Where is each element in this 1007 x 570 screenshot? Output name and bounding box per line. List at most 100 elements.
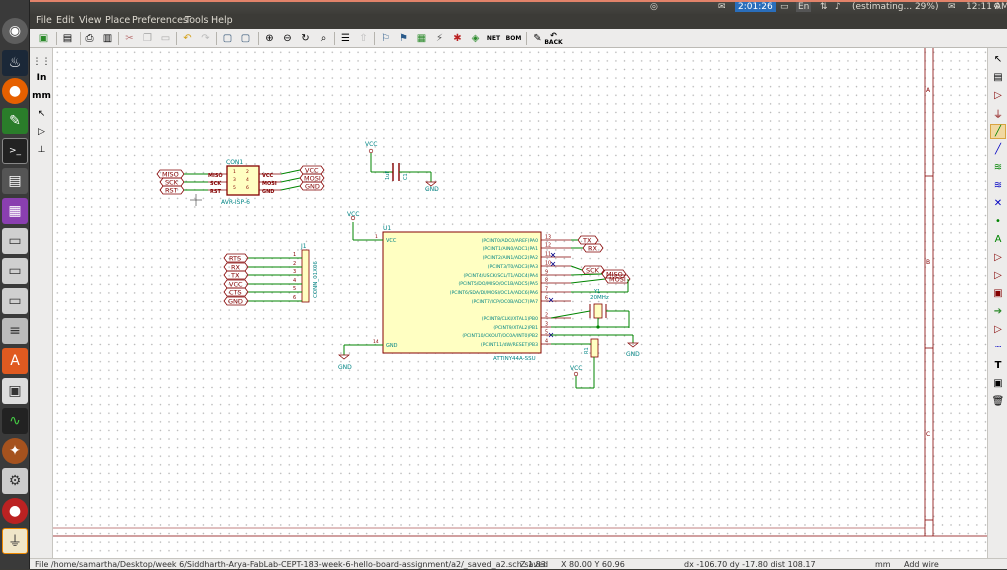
import-sheet-pin-icon[interactable]: ➔ [993,306,1003,317]
steam-tray-icon[interactable]: ◎ [650,2,658,12]
back-label: BACK [544,38,563,46]
text-icon[interactable]: T [994,360,1002,371]
cursor-shape-icon[interactable]: ↖ [37,108,46,119]
menu-file[interactable]: File [36,15,52,26]
place-component-icon[interactable]: ▷ [994,90,1002,101]
steam-icon[interactable]: ♨ [2,50,28,76]
zoom-in-icon[interactable]: ⊕ [265,32,274,44]
bus-bus-entry-icon[interactable]: ≋ [993,180,1003,191]
schematic-canvas[interactable]: A B C CON1 MISO SCK RST VCC MOSI GND 1 2… [53,48,987,558]
network-icon[interactable]: ⇅ [820,2,828,12]
redo-icon[interactable]: ↷ [201,32,210,44]
terminal-icon[interactable]: >_ [2,138,28,164]
hidden-pins-icon[interactable]: ▷ [38,126,45,137]
keyboard-indicator[interactable]: En [796,2,812,12]
software-center-icon[interactable]: A [2,348,28,374]
workspace-icon[interactable]: ▦ [2,198,28,224]
netlist-icon[interactable]: NET [486,34,501,42]
drive-icon[interactable]: ▭ [2,228,28,254]
net-label-icon[interactable]: A [994,234,1002,245]
u1-component[interactable]: U1 VCC GND ATTINY44A-SSU VCC 1 GND 14 (P… [338,211,571,371]
firefox-icon[interactable]: ● [2,78,28,104]
y1-component[interactable]: 20MHz Y1 GND [550,289,640,358]
cut-icon[interactable]: ✂ [125,32,134,44]
global-label-icon[interactable]: ▷ [994,252,1002,263]
bom-icon[interactable]: BOM [505,34,522,42]
wire-bus-entry-icon[interactable]: ≋ [993,162,1003,173]
menu-preferences[interactable]: Preferences [132,15,188,26]
system-monitor-icon[interactable]: ∿ [2,408,28,434]
wire-angle-icon[interactable]: ⊥ [37,144,46,155]
paste-icon[interactable]: ▭ [160,32,171,44]
mail-icon[interactable]: ✉ [948,2,956,12]
hierarchy-navigator-icon[interactable]: ☰ [341,32,350,44]
erc-icon[interactable]: ⚡ [435,32,444,44]
menu-edit[interactable]: Edit [56,15,75,26]
library-browser-icon[interactable]: ⚑ [399,32,408,44]
annotate-icon[interactable]: ▦ [416,32,427,44]
c1-component[interactable]: VCC GND 1uF C1 [365,141,439,193]
con1-component[interactable]: CON1 MISO SCK RST VCC MOSI GND 1 2 3 4 5… [208,159,281,206]
time-display[interactable]: 12:11 AM [966,2,1007,12]
task-progress[interactable]: (estimating... 29%) [852,2,939,12]
grid-toggle-icon[interactable]: ⋮⋮ [32,56,51,67]
find-replace-icon[interactable]: ▢ [240,32,251,44]
r1-vcc-label: VCC [570,365,582,372]
files-icon[interactable]: ▤ [2,168,28,194]
drive-icon-2[interactable]: ▭ [2,258,28,284]
bug-erc-icon[interactable]: ✱ [453,32,462,44]
app-icon[interactable]: ● [2,498,28,524]
con1-num-4: 4 [246,177,249,183]
sheet-pin-icon[interactable]: ▷ [994,324,1002,335]
new-sheet-icon[interactable]: ▣ [38,32,49,44]
copy-icon[interactable]: ❐ [143,32,152,44]
power-gear-icon[interactable]: ⚙ [993,2,1002,12]
game-icon[interactable]: ✦ [2,438,28,464]
archive-icon[interactable]: ▣ [2,378,28,404]
settings-icon[interactable]: ⚙ [2,468,28,494]
menu-place[interactable]: Place [105,15,131,26]
zoom-fit-icon[interactable]: ⌕ [320,32,327,44]
eeschema-icon[interactable]: ⏚ [2,528,28,554]
no-connect-icon[interactable]: ✕ [993,198,1003,209]
leave-sheet-icon[interactable]: ⇧ [359,32,368,44]
place-bus-icon[interactable]: ╱ [994,144,1002,155]
drive-icon-3[interactable]: ▭ [2,288,28,314]
volume-icon[interactable]: ♪ [835,2,841,12]
dash-home-icon[interactable]: ◉ [2,18,28,44]
j1-label-rx: RX [231,264,241,272]
place-power-icon[interactable]: ⏚ [993,110,1003,121]
back-annotate-icon[interactable]: ↶BACK [544,30,563,46]
hier-label-icon[interactable]: ▷ [994,270,1002,281]
delete-icon[interactable]: 🗑 [991,396,1005,407]
sheet-settings-icon[interactable]: ▤ [62,32,73,44]
edit-pcb-icon[interactable]: ✎ [533,32,542,44]
battery-icon[interactable]: ▭ [780,2,789,12]
plot-icon[interactable]: ▥ [102,32,113,44]
highlight-net-icon[interactable]: ▤ [993,72,1003,83]
menu-view[interactable]: View [79,15,102,26]
units-inch-button[interactable]: In [36,72,47,83]
menu-tools[interactable]: Tools [185,15,209,26]
junction-icon[interactable]: • [995,216,1001,227]
image-icon[interactable]: ▣ [993,378,1003,389]
print-icon[interactable]: ⎙ [85,32,94,44]
units-mm-button[interactable]: mm [32,90,51,101]
place-wire-icon[interactable]: ╱ [990,124,1006,139]
clock-indicator[interactable]: 2:01:26 [735,2,776,12]
menu-help[interactable]: Help [211,15,233,26]
kicad-pcb-icon[interactable]: ✎ [2,108,28,134]
dropbox-tray-icon[interactable]: ✉ [718,2,726,12]
disk-icon[interactable]: ≡ [2,318,28,344]
r1-component[interactable]: R1 VCC [551,338,599,389]
undo-icon[interactable]: ↶ [183,32,192,44]
select-arrow-icon[interactable]: ↖ [993,54,1003,65]
zoom-out-icon[interactable]: ⊖ [283,32,292,44]
find-icon[interactable]: ▢ [222,32,233,44]
graphic-line-icon[interactable]: ┈ [994,342,1002,353]
zoom-redraw-icon[interactable]: ↻ [301,32,310,44]
cvpcb-icon[interactable]: ◈ [471,32,480,44]
j1-component[interactable]: J1 CONN_01X06 1 2 3 4 5 6 RTS RX TX VCC [223,243,319,306]
hier-sheet-icon[interactable]: ▣ [993,288,1003,299]
library-editor-icon[interactable]: ⚐ [381,32,390,44]
